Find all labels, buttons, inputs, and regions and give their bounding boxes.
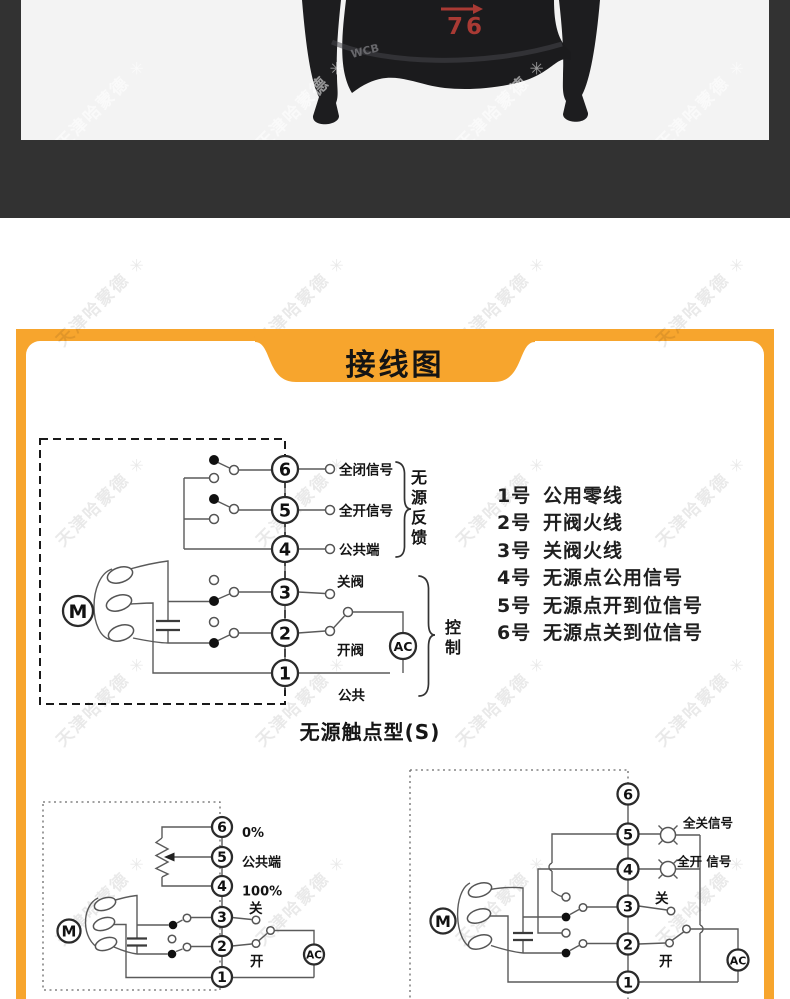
svg-text:AC: AC bbox=[306, 950, 322, 962]
section-title: 接线图 bbox=[345, 348, 445, 383]
capacitor-icon bbox=[156, 619, 180, 632]
label-open: 开 bbox=[250, 954, 264, 970]
terminal-4: 4 bbox=[623, 863, 633, 879]
valve-photo: 76 WCB bbox=[21, 0, 769, 140]
feedback-group-brace bbox=[395, 461, 412, 558]
ac-power-symbol: AC bbox=[388, 631, 418, 661]
capacitor-icon bbox=[127, 937, 147, 947]
wiring-section-box bbox=[16, 329, 774, 999]
label-full-open-signal: 全开 信号 bbox=[676, 854, 731, 869]
potentiometer-diagram-svg: M AC 6 5 4 3 2 1 0% 公共端 100% 关 开 bbox=[42, 801, 326, 991]
terminal-column: 6 5 4 3 2 1 bbox=[616, 782, 640, 994]
label-full-close-signal: 全关信号 bbox=[682, 816, 733, 831]
motor-symbol: M bbox=[429, 907, 457, 935]
lamp-windings bbox=[466, 882, 493, 950]
main-wiring-diagram-svg: M AC 6 5 4 3 2 1 全闭信号 全开信号 公共端 关阀 开阀 公共 bbox=[39, 438, 436, 705]
terminal-4: 4 bbox=[217, 879, 227, 895]
terminal-3: 3 bbox=[623, 900, 633, 916]
label-100-percent: 100% bbox=[242, 885, 282, 900]
lamp-diagram-svg: M AC 6 5 4 3 2 1 全关信号 全开 信号 关 开 bbox=[409, 769, 750, 999]
label-close: 关 bbox=[655, 890, 669, 907]
svg-text:AC: AC bbox=[730, 955, 747, 968]
main-diagram-caption: 无源触点型(S) bbox=[299, 720, 441, 744]
motor-symbol: M bbox=[56, 918, 82, 944]
feedback-group-label: 无源反馈 bbox=[408, 469, 427, 549]
legend-item: 5号无源点开到位信号 bbox=[497, 594, 704, 617]
label-full-close-signal: 全闭信号 bbox=[338, 462, 393, 479]
actuator-boundary-dashed bbox=[39, 438, 286, 705]
terminal-1: 1 bbox=[623, 976, 633, 992]
wiper-arrow-icon bbox=[164, 852, 175, 862]
ac-power-symbol: AC bbox=[302, 943, 326, 966]
label-close: 关 bbox=[249, 900, 263, 917]
switch-contacts bbox=[208, 455, 354, 648]
legend-item: 2号开阀火线 bbox=[497, 512, 624, 535]
label-common-terminal: 公共端 bbox=[339, 542, 380, 559]
label-close-valve: 关阀 bbox=[337, 574, 364, 591]
main-wires bbox=[93, 457, 404, 690]
terminal-6: 6 bbox=[217, 820, 227, 836]
lamp-boundary-dotted bbox=[409, 769, 629, 999]
legend-item: 6号无源点关到位信号 bbox=[497, 621, 704, 644]
pot-contacts bbox=[167, 913, 276, 959]
hero-dark-band: 76 WCB bbox=[0, 0, 790, 218]
svg-text:M: M bbox=[435, 912, 451, 931]
flow-direction-arrow-icon bbox=[441, 4, 483, 14]
control-group-label: 控制 bbox=[442, 619, 461, 659]
motor-symbol: M bbox=[61, 594, 95, 628]
terminal-5: 5 bbox=[623, 828, 633, 844]
terminal-1: 1 bbox=[217, 970, 227, 986]
terminal-2: 2 bbox=[217, 939, 227, 955]
legend-item: 4号无源点公用信号 bbox=[497, 567, 684, 590]
label-common-terminal: 公共端 bbox=[242, 855, 281, 871]
terminal-2: 2 bbox=[623, 938, 633, 954]
label-0-percent: 0% bbox=[242, 826, 264, 841]
valve-silhouette-svg: 76 WCB bbox=[302, 0, 600, 125]
motor-windings bbox=[105, 566, 135, 642]
terminal-5: 5 bbox=[279, 502, 291, 522]
valve-body-shape bbox=[302, 0, 600, 125]
terminal-5: 5 bbox=[217, 850, 227, 866]
terminal-6: 6 bbox=[279, 461, 291, 481]
terminal-3: 3 bbox=[279, 584, 291, 604]
svg-text:M: M bbox=[69, 601, 88, 623]
terminal-column: 6 5 4 3 2 1 bbox=[270, 454, 300, 688]
terminal-legend: 1号公用零线 2号开阀火线 3号关阀火线 4号无源点公用信号 5号无源点开到位信… bbox=[497, 483, 703, 647]
terminal-4: 4 bbox=[279, 541, 291, 561]
open-lamp-icon bbox=[659, 860, 677, 878]
terminal-1: 1 bbox=[279, 665, 291, 685]
valve-size-marking: 76 bbox=[447, 14, 485, 40]
terminal-2: 2 bbox=[279, 625, 291, 645]
label-common: 公共 bbox=[338, 687, 365, 704]
close-lamp-icon bbox=[659, 826, 677, 844]
legend-item: 3号关阀火线 bbox=[497, 539, 624, 562]
terminal-column: 6 5 4 3 2 1 bbox=[210, 815, 234, 989]
control-group-brace bbox=[418, 575, 436, 697]
section-title-tab bbox=[255, 329, 535, 382]
svg-text:AC: AC bbox=[394, 639, 413, 654]
svg-text:M: M bbox=[62, 923, 77, 941]
label-open-valve: 开阀 bbox=[337, 642, 364, 659]
ac-power-symbol: AC bbox=[726, 948, 750, 972]
label-open: 开 bbox=[659, 954, 673, 970]
lamp-wires bbox=[456, 784, 739, 992]
wiring-section-content bbox=[26, 341, 764, 999]
label-full-open-signal: 全开信号 bbox=[338, 503, 393, 520]
signal-lamp-icons bbox=[658, 825, 678, 879]
legend-item: 1号公用零线 bbox=[497, 485, 624, 507]
lamp-contacts bbox=[561, 892, 692, 958]
terminal-3: 3 bbox=[217, 910, 227, 926]
pot-windings bbox=[92, 896, 118, 952]
capacitor-icon bbox=[513, 931, 533, 942]
terminal-6: 6 bbox=[623, 788, 633, 804]
